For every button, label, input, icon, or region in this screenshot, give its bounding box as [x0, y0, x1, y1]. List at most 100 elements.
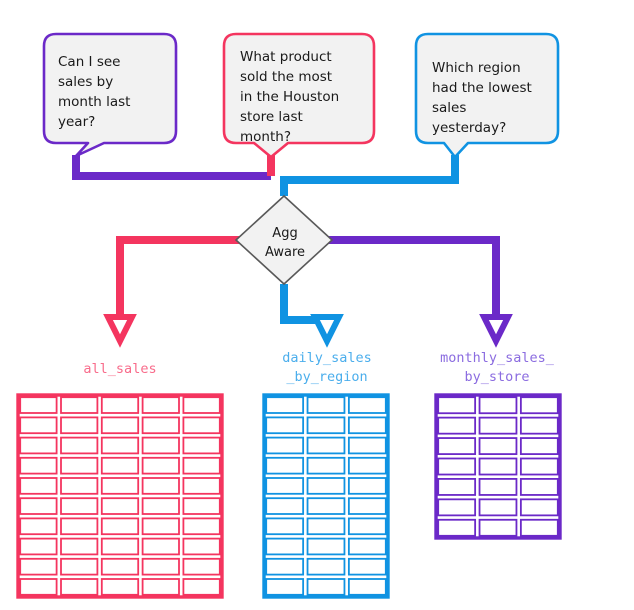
- table-cell: [19, 416, 58, 435]
- table-cell: [478, 518, 518, 537]
- table-cell: [347, 557, 387, 576]
- table-cell: [519, 518, 559, 537]
- question-2-line-0: What product: [240, 49, 332, 65]
- table-cell: [265, 396, 305, 414]
- table-cell: [60, 537, 99, 556]
- flow-line-pink-to-table: [116, 236, 241, 318]
- speech-bubble-question-2[interactable]: What product sold the most in the Housto…: [222, 32, 376, 159]
- table-label-monthly-sales-group: monthly_sales_ by_store: [440, 350, 555, 385]
- table-cell: [100, 537, 140, 556]
- table-cell: [182, 497, 221, 515]
- table-cell: [100, 396, 140, 414]
- speech-bubble-question-3[interactable]: Which region had the lowest sales yester…: [414, 32, 560, 159]
- table-cell: [519, 498, 559, 517]
- table-cell: [519, 478, 559, 496]
- table-cell: [182, 578, 221, 596]
- question-3-line-0: Which region: [432, 60, 521, 76]
- table-grid-daily-sales-by-region[interactable]: [262, 393, 390, 599]
- table-cell: [141, 497, 180, 515]
- table-label-all-sales-group: all_sales: [83, 361, 156, 377]
- speech-bubble-question-1[interactable]: Can I see sales by month last year?: [42, 32, 178, 158]
- table-cell: [100, 578, 140, 596]
- table-cell: [306, 436, 346, 455]
- table-cell: [437, 396, 477, 415]
- table-cell: [19, 396, 58, 414]
- table-label-monthly-sales-line-1: by_store: [464, 369, 529, 385]
- table-cell: [306, 456, 346, 475]
- table-label-daily-sales-line-0: daily_sales: [282, 350, 371, 366]
- table-cell: [478, 437, 518, 455]
- table-cell: [265, 578, 305, 596]
- table-cell: [519, 437, 559, 455]
- table-grid-monthly-sales-by-store[interactable]: [434, 393, 562, 540]
- table-cell: [60, 477, 99, 495]
- table-cell: [306, 557, 346, 576]
- table-cell: [182, 396, 221, 414]
- table-cell: [19, 477, 58, 495]
- table-cell: [306, 497, 346, 515]
- table-cell: [100, 557, 140, 576]
- table-cell: [182, 517, 221, 536]
- table-cell: [141, 396, 180, 414]
- table-cell: [347, 477, 387, 495]
- question-3-line-1: had the lowest: [432, 80, 532, 96]
- table-cell: [265, 477, 305, 495]
- decision-label-line-1: Aware: [265, 245, 305, 260]
- flow-line-purple-bus: [72, 155, 271, 180]
- speech-bubble-shape-1: [42, 32, 178, 158]
- table-cell: [19, 436, 58, 455]
- table-cell: [141, 477, 180, 495]
- table-cell: [141, 436, 180, 455]
- table-cell: [478, 457, 518, 476]
- table-cell: [19, 456, 58, 475]
- table-cell: [100, 497, 140, 515]
- speech-bubble-shape-2: [222, 32, 376, 159]
- question-2-line-1: sold the most: [240, 69, 332, 85]
- question-2-line-3: store last: [240, 109, 303, 125]
- arrowhead-pink: [103, 314, 137, 348]
- table-cell: [100, 456, 140, 475]
- arrowhead-blue: [310, 314, 344, 348]
- arrowhead-purple: [479, 314, 513, 348]
- table-cell: [437, 416, 477, 435]
- flow-purple: [72, 155, 513, 348]
- table-cell: [306, 477, 346, 495]
- table-cell: [19, 557, 58, 576]
- table-grid-all-sales[interactable]: [16, 393, 224, 599]
- table-cell: [265, 497, 305, 515]
- table-cell: [60, 456, 99, 475]
- table-cell: [60, 396, 99, 414]
- flow-blue: [280, 155, 459, 348]
- decision-diamond-agg-aware[interactable]: Agg Aware: [234, 194, 334, 286]
- table-cell: [306, 537, 346, 556]
- table-cell: [347, 456, 387, 475]
- table-cell: [19, 497, 58, 515]
- question-1-line-0: Can I see: [58, 54, 120, 70]
- table-cell: [60, 517, 99, 536]
- table-cell: [519, 416, 559, 435]
- table-cell: [347, 537, 387, 556]
- table-cell: [60, 578, 99, 596]
- table-cell: [347, 416, 387, 435]
- table-cell: [265, 416, 305, 435]
- table-cell: [306, 396, 346, 414]
- table-cell: [265, 557, 305, 576]
- table-cell: [100, 416, 140, 435]
- table-cell: [182, 557, 221, 576]
- table-cell: [265, 456, 305, 475]
- table-cell: [265, 537, 305, 556]
- flow-line-blue-bus: [280, 155, 459, 196]
- question-2-line-4: month?: [240, 129, 291, 145]
- table-cell: [306, 578, 346, 596]
- table-cell: [347, 578, 387, 596]
- table-cell: [265, 517, 305, 536]
- table-cell: [347, 497, 387, 515]
- decision-diamond-shape: [234, 194, 334, 286]
- table-cell: [182, 436, 221, 455]
- speech-bubble-shape-3: [414, 32, 560, 159]
- table-cell: [60, 557, 99, 576]
- table-cell: [347, 517, 387, 536]
- decision-label-line-0: Agg: [272, 226, 297, 241]
- table-cell: [141, 416, 180, 435]
